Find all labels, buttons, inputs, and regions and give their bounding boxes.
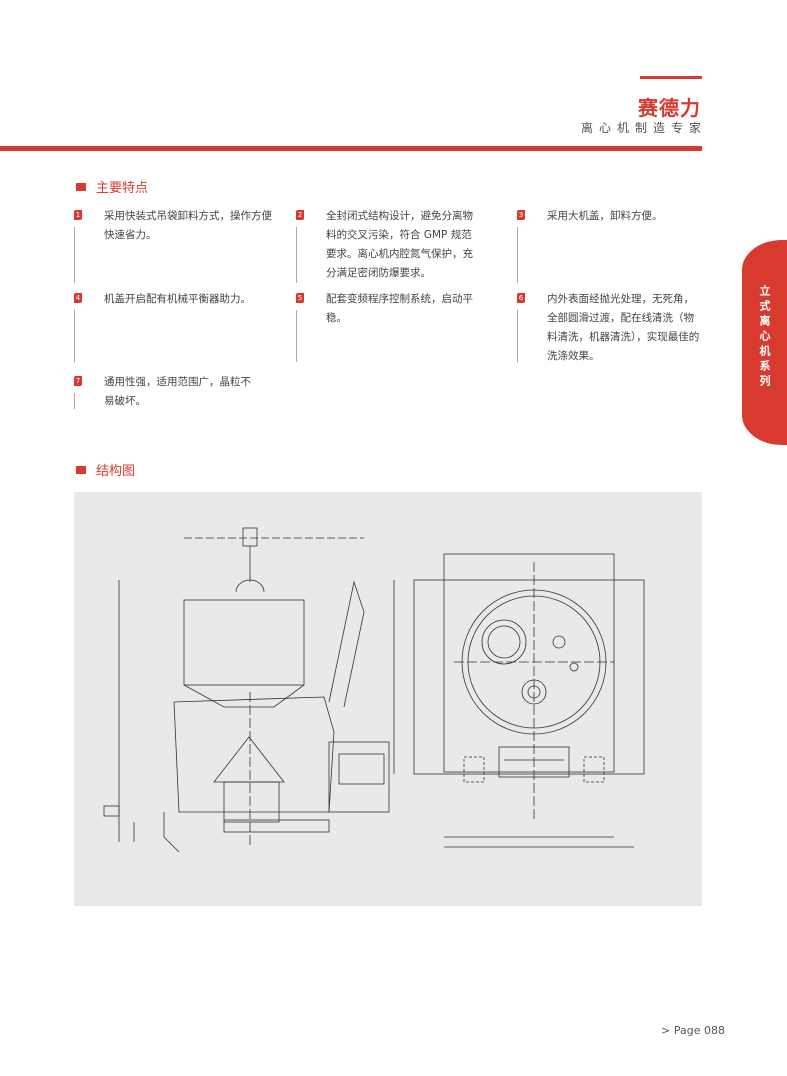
feature-item: 2 全封闭式结构设计，避免分离物料的交叉污染，符合 GMP 规范要求。离心机内腔氮… [296,207,496,283]
page-number: > Page 088 [661,1024,725,1037]
header-accent-line [640,76,702,79]
feature-text: 配套变频程序控制系统，启动平稳。 [326,293,473,324]
square-bullet-icon [76,465,86,474]
feature-number: 6 [517,293,525,303]
feature-divider [296,227,297,283]
feature-text: 内外表面经抛光处理，无死角，全部圆滑过渡，配在线清洗（物料清洗，机器清洗），实现… [547,293,700,362]
feature-divider [74,227,75,283]
feature-number: 3 [517,210,525,220]
feature-number: 7 [74,376,82,386]
feature-text: 全封闭式结构设计，避免分离物料的交叉污染，符合 GMP 规范要求。离心机内腔氮气… [326,210,473,279]
feature-number: 1 [74,210,82,220]
feature-item: 4 机盖开启配有机械平衡器助力。 [74,290,274,362]
feature-number: 2 [296,210,304,220]
features-title: 主要特点 [96,181,149,196]
feature-divider [517,310,518,362]
header-divider [0,146,702,151]
feature-item: 3 采用大机盖，卸料方便。 [517,207,717,283]
feature-item: 7 通用性强，适用范围广，晶粒不易破坏。 [74,373,274,411]
feature-number: 5 [296,293,304,303]
feature-divider [74,393,75,409]
feature-item: 6 内外表面经抛光处理，无死角，全部圆滑过渡，配在线清洗（物料清洗，机器清洗），实… [517,290,717,366]
side-tab [742,240,787,445]
brand-slogan: 离心机制造专家 [580,121,707,135]
feature-divider [74,310,75,362]
feature-divider [296,310,297,362]
structure-drawing [74,492,702,906]
square-bullet-icon [76,182,86,191]
feature-divider [517,227,518,283]
feature-text: 采用快装式吊袋卸料方式，操作方便快速省力。 [104,210,272,241]
feature-number: 4 [74,293,82,303]
structure-heading: 结构图 [76,460,135,479]
feature-text: 机盖开启配有机械平衡器助力。 [104,293,251,305]
structure-title: 结构图 [96,464,136,479]
side-tab-label: 立式离心机系列 [758,285,771,390]
feature-text: 采用大机盖，卸料方便。 [547,210,663,222]
feature-item: 5 配套变频程序控制系统，启动平稳。 [296,290,496,362]
features-heading: 主要特点 [76,177,148,196]
feature-item: 1 采用快装式吊袋卸料方式，操作方便快速省力。 [74,207,274,283]
feature-text: 通用性强，适用范围广，晶粒不易破坏。 [104,376,251,407]
centrifuge-schematic [103,527,645,853]
brand-name: 赛德力 [638,96,701,120]
